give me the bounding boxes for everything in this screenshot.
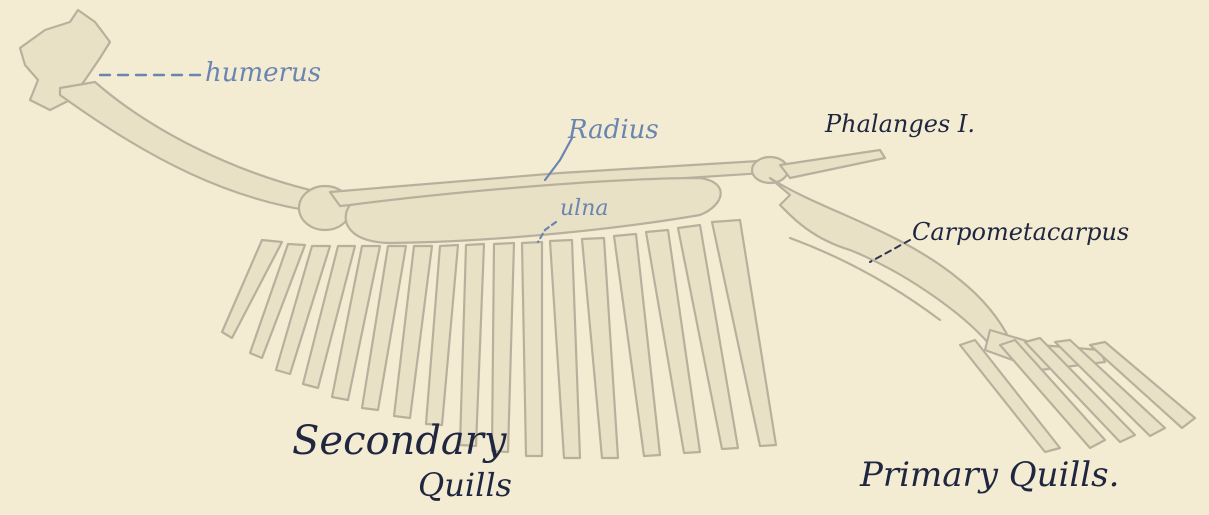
secondary-quill <box>522 242 542 456</box>
humerus-label: humerus <box>205 58 321 88</box>
humerus-bone <box>60 82 318 212</box>
primary-quills <box>960 338 1195 452</box>
secondary-quill <box>426 245 458 425</box>
primary-quills-label: Primary Quills. <box>860 455 1119 495</box>
ulna-label: ulna <box>560 196 609 221</box>
phalanx-bone <box>780 150 885 178</box>
radius-label: Radius <box>568 115 659 145</box>
phalanges-label: Phalanges I. <box>825 110 975 138</box>
secondary-quill <box>550 240 580 458</box>
secondary-quill <box>582 238 618 458</box>
secondary-quills-label-line1: Secondary <box>292 418 507 464</box>
carpometacarpus-bone <box>770 178 1010 345</box>
secondary-quill <box>460 244 484 446</box>
carpometacarpus-label: Carpometacarpus <box>912 218 1129 246</box>
secondary-quills-label-line2: Quills <box>418 466 512 504</box>
